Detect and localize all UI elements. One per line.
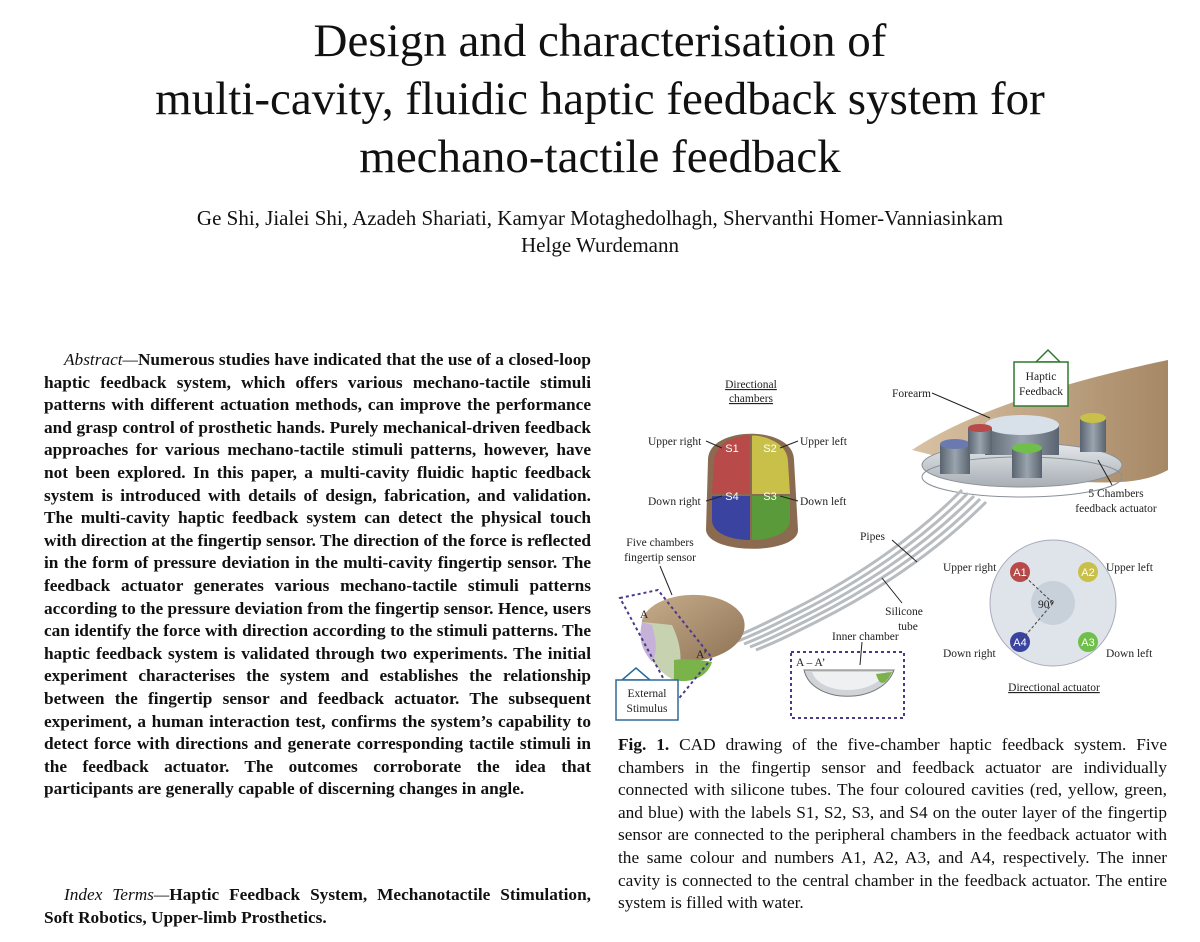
external-stimulus-line1: External: [628, 688, 667, 700]
actuator-chamber-3: [1080, 413, 1106, 452]
silicone-tube-line2: tube: [898, 621, 918, 633]
actuator-upper-right: Upper right: [943, 562, 997, 574]
actuator-a3-label: A3: [1081, 637, 1094, 649]
abstract-lead: Abstract—: [64, 350, 138, 369]
abstract: Abstract—Numerous studies have indicated…: [44, 349, 591, 801]
authors-line-1: Ge Shi, Jialei Shi, Azadeh Shariati, Kam…: [196, 206, 1004, 230]
silicone-tube-line1: Silicone: [885, 606, 923, 618]
inner-chamber-label: Inner chamber: [832, 631, 899, 643]
index-terms-lead: Index Terms—: [64, 885, 170, 904]
fingertip-sensor-3d: [640, 594, 745, 682]
section-a-prime-label: A’: [696, 649, 707, 661]
haptic-feedback-line1: Haptic: [1026, 371, 1057, 383]
actuator-a2-label: A2: [1081, 567, 1094, 579]
actuator-a1-label: A1: [1013, 567, 1026, 579]
five-chambers-line1: Five chambers: [626, 537, 694, 549]
title-line-3: mechano-tactile feedback: [359, 131, 841, 183]
figure-1-cad-drawing: Haptic Feedback Forearm 5 Chambers feedb…: [615, 348, 1168, 721]
forearm-label: Forearm: [892, 388, 931, 400]
pipes: [731, 488, 988, 652]
chamber-s4-label: S4: [725, 491, 738, 503]
external-stimulus-line2: Stimulus: [627, 703, 668, 715]
fingertip-upper-left: Upper left: [800, 436, 848, 448]
figure-caption: Fig. 1. CAD drawing of the five-chamber …: [618, 734, 1167, 915]
haptic-feedback-line2: Feedback: [1019, 386, 1063, 398]
section-dotted-box: [618, 588, 714, 704]
haptic-feedback-callout: Haptic Feedback: [1013, 348, 1069, 407]
directional-actuator-label: Directional actuator: [1008, 682, 1100, 694]
actuator-down-left: Down left: [1106, 648, 1153, 660]
actuator-label-line2: feedback actuator: [1075, 503, 1157, 515]
directional-chambers-line2: chambers: [729, 393, 774, 405]
title-line-1: Design and characterisation of: [313, 15, 887, 67]
caption-text: CAD drawing of the five-chamber haptic f…: [618, 735, 1167, 913]
directional-actuator-top-view: [989, 539, 1117, 667]
index-terms-text: Haptic Feedback System, Mechanotactile S…: [44, 885, 591, 927]
pipes-label: Pipes: [860, 531, 885, 543]
actuator-label-line1: 5 Chambers: [1088, 488, 1144, 500]
fingertip-down-right: Down right: [648, 496, 702, 508]
external-stimulus-callout: External Stimulus: [615, 667, 679, 721]
caption-lead: Fig. 1.: [618, 735, 670, 754]
actuator-chamber-2: [968, 424, 992, 454]
fingertip-sensor-top-view: [706, 433, 798, 549]
angle-label: 90°: [1038, 599, 1055, 611]
fingertip-down-left: Down left: [800, 496, 847, 508]
chamber-s3-label: S3: [763, 491, 776, 503]
actuator-a4-label: A4: [1013, 637, 1026, 649]
chamber-s2-label: S2: [763, 443, 776, 455]
index-terms: Index Terms—Haptic Feedback System, Mech…: [44, 884, 591, 929]
paper-title: Design and characterisation of multi-cav…: [0, 12, 1200, 186]
authors-line-2: Helge Wurdemann: [521, 233, 679, 257]
author-list: Ge Shi, Jialei Shi, Azadeh Shariati, Kam…: [0, 205, 1200, 259]
actuator-chamber-4: [1012, 443, 1042, 478]
actuator-down-right: Down right: [943, 648, 997, 660]
actuator-upper-left: Upper left: [1106, 562, 1154, 574]
five-chambers-line2: fingertip sensor: [624, 552, 696, 564]
section-view-label: A – A’: [796, 657, 825, 669]
actuator-chamber-1: [940, 439, 970, 474]
fingertip-upper-right: Upper right: [648, 436, 702, 448]
chamber-s1-label: S1: [725, 443, 738, 455]
section-view-box: [790, 651, 905, 719]
abstract-text: Numerous studies have indicated that the…: [44, 350, 591, 799]
directional-chambers-line1: Directional: [725, 379, 777, 391]
section-a-label: A: [640, 609, 649, 621]
title-line-2: multi-cavity, fluidic haptic feedback sy…: [155, 73, 1045, 125]
